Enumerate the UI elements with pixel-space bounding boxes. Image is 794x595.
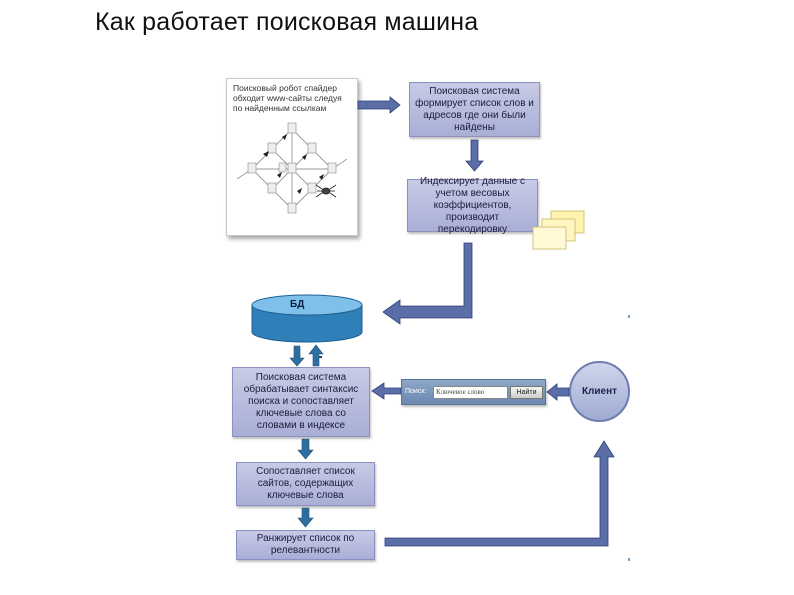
database-label: БД [290,299,305,310]
step-match-sites-text: Сопоставляет список сайтов, содержащих к… [256,466,355,501]
step-word-list-text: Поисковая система формирует список слов … [415,85,534,133]
client-node: Клиент [569,361,630,422]
arrow-rank-to-client [384,440,615,547]
arrow-match-to-rank [297,507,314,528]
arrow-query-to-db-up [308,344,324,367]
arrow-db-to-query-down [289,345,305,367]
search-button[interactable]: Найти [510,386,543,399]
arrow-wordlist-to-indexing [465,139,484,172]
arrow-spider-to-wordlist [357,96,401,114]
step-rank: Ранжирует список по релевантности [236,530,375,560]
step-query-parse: Поисковая система обрабатывает синтаксис… [232,367,370,437]
database-icon [251,294,363,343]
folders-icon [532,210,585,250]
step-indexing-text: Индексирует данные с учетом весовых коэф… [419,175,526,235]
edge-mark [628,558,630,561]
spider-illustration: Поисковый робот спайдер обходит www-сайт… [226,78,358,236]
search-input[interactable]: Ключевое слово [433,386,508,399]
step-match-sites: Сопоставляет список сайтов, содержащих к… [236,462,375,506]
slide-title: Как работает поисковая машина [95,8,479,36]
step-rank-text: Ранжирует список по релевантности [256,533,355,556]
spider-icon [315,184,337,198]
web-graph-icon [236,122,348,214]
spider-caption: Поисковый робот спайдер обходит www-сайт… [233,83,342,113]
step-indexing: Индексирует данные с учетом весовых коэф… [407,176,538,235]
search-label: Поиск: [405,388,427,395]
arrow-search-to-query [371,382,402,400]
arrow-client-to-search [546,383,570,401]
edge-mark [628,315,630,318]
arrow-query-to-match [297,438,314,460]
step-query-parse-text: Поисковая система обрабатывает синтаксис… [243,372,359,431]
arrow-indexing-to-db [382,242,473,325]
search-bar: Поиск: Ключевое слово Найти [401,379,546,405]
step-word-list: Поисковая система формирует список слов … [409,82,540,137]
client-label: Клиент [581,386,618,397]
